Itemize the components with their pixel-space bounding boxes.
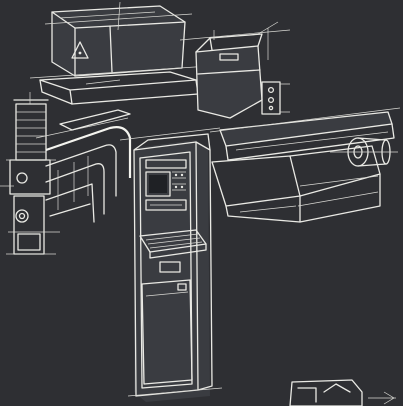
side-control-panel bbox=[261, 81, 290, 115]
foot-detail bbox=[289, 379, 396, 406]
horizontal-beam bbox=[209, 107, 401, 223]
cabinet-door bbox=[141, 279, 193, 385]
knob-icon bbox=[16, 172, 28, 184]
motor-housing bbox=[44, 5, 193, 77]
keypad bbox=[145, 199, 187, 211]
drive-unit bbox=[179, 21, 291, 119]
display-screen bbox=[145, 171, 171, 197]
keyboard-tray bbox=[139, 229, 207, 273]
curved-arm bbox=[35, 109, 132, 223]
drawer-handle bbox=[159, 261, 181, 273]
left-column bbox=[6, 92, 56, 255]
drive-label-plate bbox=[219, 53, 239, 61]
cabinet-control-panel bbox=[145, 159, 187, 211]
end-roller bbox=[330, 137, 398, 167]
control-cabinet bbox=[119, 127, 223, 402]
construction-lines bbox=[0, 1, 297, 233]
warning-triangle-icon bbox=[71, 41, 89, 59]
